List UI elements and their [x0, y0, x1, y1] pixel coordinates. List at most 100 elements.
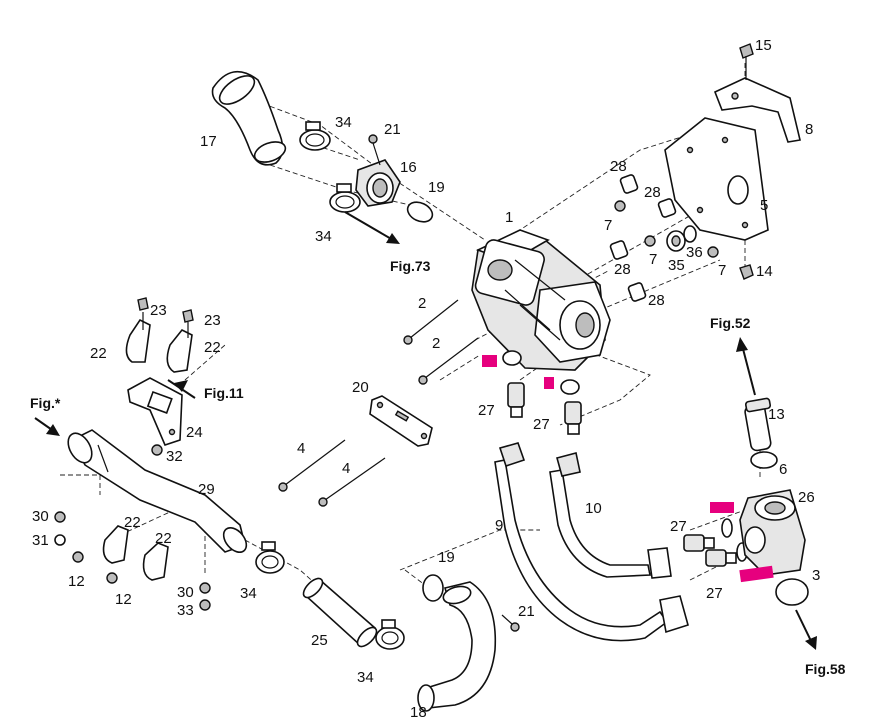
callout-34: 34 [315, 228, 332, 245]
coolant-pipe-10 [549, 452, 672, 579]
coolant-pipe-9 [494, 442, 689, 642]
callout-7: 7 [604, 217, 612, 234]
nut-7 [614, 200, 626, 212]
hose-clamp-34 [255, 541, 285, 574]
callout-5: 5 [760, 197, 768, 214]
callout-35: 35 [668, 257, 685, 274]
egr-cooler-1 [471, 229, 611, 371]
callout-15: 15 [755, 37, 772, 54]
nut-30 [199, 582, 211, 594]
callout-36: 36 [686, 244, 703, 261]
callout-4: 4 [342, 460, 350, 477]
callout-28: 28 [614, 261, 631, 278]
nut-14 [739, 264, 754, 280]
callout-26: 26 [798, 489, 815, 506]
callout-22: 22 [124, 514, 141, 531]
screw-21 [501, 614, 520, 632]
hose-elbow-18 [417, 581, 497, 712]
callout-3: 3 [812, 567, 820, 584]
stay-plate-20 [369, 395, 433, 447]
callout-30: 30 [32, 508, 49, 525]
callout-27: 27 [533, 416, 550, 433]
washer [721, 518, 733, 538]
hose-clamp-34 [375, 619, 405, 650]
bolt-2 [418, 337, 479, 385]
nut-32 [151, 444, 163, 456]
callout-21: 21 [518, 603, 535, 620]
callout-4: 4 [297, 440, 305, 457]
callout-14: 14 [756, 263, 773, 280]
callout-8: 8 [805, 121, 813, 138]
callout-27: 27 [706, 585, 723, 602]
arrow-figstar [34, 417, 60, 436]
callout-27: 27 [670, 518, 687, 535]
nut-7 [644, 235, 656, 247]
callout-28: 28 [644, 184, 661, 201]
callout-10: 10 [585, 500, 602, 517]
upper-bracket-8 [713, 77, 801, 143]
callout-20: 20 [352, 379, 369, 396]
washer-36 [683, 225, 697, 243]
callout-31: 31 [32, 532, 49, 549]
bracket-plate-5 [664, 117, 769, 241]
bolt-12 [72, 551, 84, 563]
bolt-23 [182, 309, 194, 323]
clamp-22 [142, 542, 169, 581]
sleeve-28 [619, 174, 639, 194]
callout-34: 34 [240, 585, 257, 602]
callout-22: 22 [204, 339, 221, 356]
union-27 [683, 534, 715, 552]
sleeve-28 [657, 198, 677, 218]
callout-12: 12 [68, 573, 85, 590]
ref-fig11: Fig.11 [204, 385, 244, 401]
ref-fig58: Fig.58 [805, 661, 846, 677]
union-27 [564, 401, 582, 435]
callout-21: 21 [384, 121, 401, 138]
bolt-15 [739, 43, 754, 80]
callout-17: 17 [200, 133, 217, 150]
callout-16: 16 [400, 159, 417, 176]
sleeve-28 [609, 240, 629, 260]
nut-33 [199, 599, 211, 611]
callout-12: 12 [115, 591, 132, 608]
bolt-2 [403, 299, 459, 345]
callout-labels: 1 2 2 3 4 4 5 6 7 7 7 8 9 10 12 12 13 14… [32, 37, 820, 721]
pipe-13 [744, 397, 772, 452]
callout-28: 28 [648, 292, 665, 309]
o-ring [502, 350, 522, 366]
callout-32: 32 [166, 448, 183, 465]
callout-29: 29 [198, 481, 215, 498]
hose-clamp-34 [329, 183, 361, 213]
o-ring-3 [775, 578, 809, 606]
bolt-4 [278, 439, 346, 492]
callout-1: 1 [505, 209, 513, 226]
arrow-fig52 [736, 337, 756, 396]
sleeve-28 [627, 282, 647, 302]
bolt-23 [137, 297, 149, 311]
hose-elbow-17 [211, 70, 287, 166]
bolt-12 [106, 572, 118, 584]
arrow-fig11 [167, 379, 196, 399]
o-ring-19 [406, 201, 434, 223]
callout-28: 28 [610, 158, 627, 175]
callout-34: 34 [335, 114, 352, 131]
callout-19: 19 [438, 549, 455, 566]
coolant-pipe-29 [67, 429, 248, 553]
union-27 [507, 382, 525, 418]
callout-33: 33 [177, 602, 194, 619]
o-ring [560, 379, 580, 395]
callout-2: 2 [418, 295, 426, 312]
figure-references: Fig.73 Fig.11 Fig.* Fig.52 Fig.58 [30, 258, 846, 677]
callout-2: 2 [432, 335, 440, 352]
highlight-marks [482, 355, 774, 583]
ref-fig52: Fig.52 [710, 315, 751, 331]
screw-21 [368, 134, 381, 166]
o-ring-19 [422, 574, 444, 602]
callout-9: 9 [495, 517, 503, 534]
hose-clamp-34 [299, 121, 331, 151]
callout-7: 7 [718, 262, 726, 279]
callout-34: 34 [357, 669, 374, 686]
arrow-fig73 [344, 211, 400, 244]
callout-22: 22 [155, 530, 172, 547]
callout-23: 23 [150, 302, 167, 319]
